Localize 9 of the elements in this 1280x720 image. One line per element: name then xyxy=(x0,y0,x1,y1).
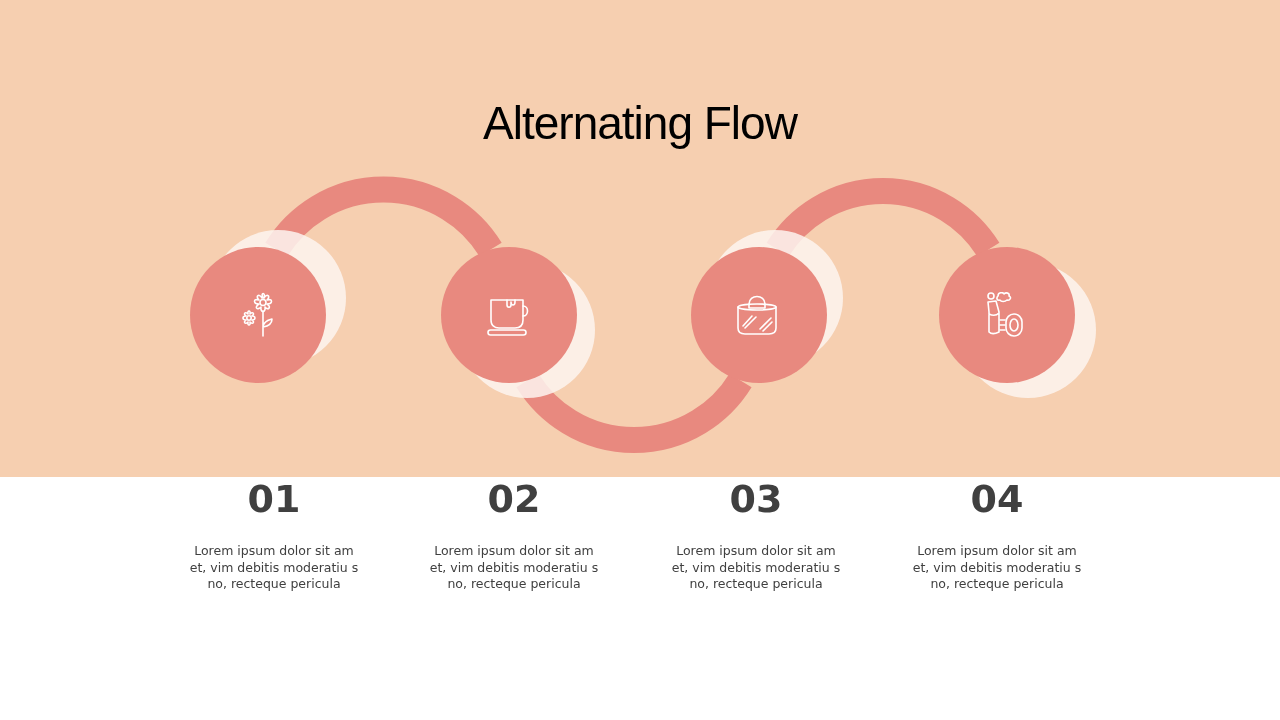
step-number: 03 xyxy=(728,480,784,518)
step-number: 02 xyxy=(486,480,542,518)
step-description: Lorem ipsum dolor sit am et, vim debitis moderatiu s no, recteque pericula xyxy=(670,543,842,593)
title: Alternating Flow xyxy=(482,96,799,150)
step-description: Lorem ipsum dolor sit am et, vim debitis moderatiu s no, recteque pericula xyxy=(428,543,600,593)
step-description: Lorem ipsum dolor sit am et, vim debitis moderatiu s no, recteque pericula xyxy=(188,543,360,593)
step-number: 04 xyxy=(969,480,1025,518)
step-number: 01 xyxy=(246,480,302,518)
step-description: Lorem ipsum dolor sit am et, vim debitis moderatiu s no, recteque pericula xyxy=(911,543,1083,593)
